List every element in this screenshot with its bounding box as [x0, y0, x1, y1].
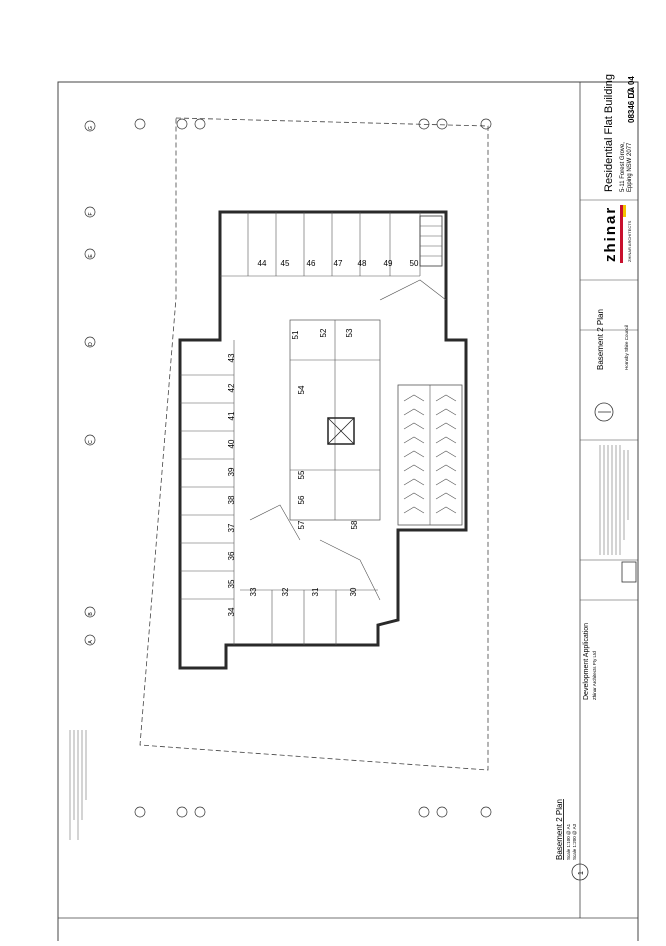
stair: [419, 215, 443, 267]
parking-number-37: 37: [227, 523, 236, 532]
parking-number-46: 46: [307, 259, 316, 268]
ramp-chevron: [403, 436, 425, 444]
parking-number-32: 32: [281, 587, 290, 596]
caption-number: 1: [578, 871, 585, 875]
parking-number-54: 54: [297, 385, 306, 394]
logo-accent-yellow: [623, 205, 626, 217]
grid-label-E: E: [88, 254, 94, 258]
grid-label-B: B: [88, 612, 94, 616]
left-grid-labels: G F E D C B A: [84, 120, 96, 646]
building-outline: [178, 210, 468, 670]
project-name: Residential Flat Building: [603, 74, 615, 192]
grid-references: [134, 118, 492, 818]
parking-number-34: 34: [227, 607, 236, 616]
ramp-chevron: [435, 422, 457, 430]
site-boundary: [139, 117, 489, 771]
address-line1: 5-11 Forest Grove,: [620, 142, 626, 192]
parking-number-36: 36: [227, 551, 236, 560]
north-arrow-icon: [594, 402, 614, 422]
ramp-chevron: [435, 478, 457, 486]
ramp-chevron: [403, 506, 425, 514]
grid-label-F: F: [88, 212, 94, 215]
grid-label-D: D: [88, 342, 94, 346]
parking-number-35: 35: [227, 579, 236, 588]
parking-number-41: 41: [227, 411, 236, 420]
parking-number-47: 47: [334, 259, 343, 268]
lift-core: [327, 417, 355, 445]
grid-label-A: A: [88, 640, 94, 644]
grid-circle-G: [84, 120, 96, 132]
ramp-chevron: [403, 478, 425, 486]
parking-number-33: 33: [249, 587, 258, 596]
caption-title: Basement 2 Plan: [555, 799, 564, 860]
drawing-caption: 1 Basement 2 Plan Scale 1:100 @ A1 Scale…: [555, 799, 589, 881]
firm-subtitle: ZHINAR ARCHITECTS: [627, 220, 632, 262]
caption-scale1: Scale 1:100 @ A1: [566, 823, 571, 860]
ramp-chevron: [403, 408, 425, 416]
parking-layout: [180, 212, 463, 645]
grid-circle-F: [84, 206, 96, 218]
parking-number-30: 30: [349, 587, 358, 596]
ramp-chevron: [435, 436, 457, 444]
parking-number-55: 55: [297, 470, 306, 479]
drawing-title: Basement 2 Plan: [596, 309, 605, 370]
parking-number-31: 31: [311, 587, 320, 596]
parking-number-57: 57: [297, 520, 306, 529]
grid-circle-D: [84, 336, 96, 348]
parking-number-45: 45: [281, 259, 290, 268]
parking-number-50: 50: [410, 259, 419, 268]
parking-number-44: 44: [258, 259, 267, 268]
firm-logo: zhinar: [602, 206, 619, 262]
ramp-chevron: [403, 450, 425, 458]
application: Development Application: [583, 623, 590, 700]
parking-number-49: 49: [384, 259, 393, 268]
ramp-chevron: [403, 492, 425, 500]
parking-number-53: 53: [345, 328, 354, 337]
parking-number-43: 43: [227, 353, 236, 362]
ramp-chevron: [435, 450, 457, 458]
ramp-chevron: [435, 506, 457, 514]
grid-label-G: G: [88, 126, 94, 130]
parking-number-51: 51: [291, 330, 300, 339]
job-number: 08346 DA 04: [627, 76, 636, 123]
council: Hornsby Shire Council: [624, 325, 629, 370]
address-line2: Epping NSW 2077: [627, 142, 633, 192]
parking-number-40: 40: [227, 439, 236, 448]
caption-number-circle: [571, 863, 589, 881]
ramp-chevrons: [403, 394, 457, 514]
revision: C: [626, 88, 636, 95]
title-block: Residential Flat Building 5-11 Forest Gr…: [579, 74, 638, 918]
parking-number-48: 48: [358, 259, 367, 268]
revision-table: [69, 730, 87, 840]
ramp-chevron: [403, 394, 425, 402]
caption-scale2: Scale 1:200 @ A3: [572, 823, 577, 860]
ramp-chevron: [435, 492, 457, 500]
applicant: Zhinar Architects Pty Ltd: [592, 651, 597, 700]
ramp-chevron: [435, 394, 457, 402]
parking-number-52: 52: [319, 328, 328, 337]
logo-accent-red: [620, 205, 623, 263]
parking-number-38: 38: [227, 495, 236, 504]
ramp-chevron: [435, 464, 457, 472]
ramp-chevron: [435, 408, 457, 416]
ramp-chevron: [403, 422, 425, 430]
parking-number-39: 39: [227, 467, 236, 476]
parking-numbers: 44 45 46 47 48 49 50 43 42 41 40 39 38 37 36 35 34 51 52 53…: [227, 259, 419, 616]
parking-number-56: 56: [297, 495, 306, 504]
grid-circle-C: [84, 434, 96, 446]
grid-circle-E: [84, 248, 96, 260]
ramp-chevron: [403, 464, 425, 472]
grid-label-C: C: [88, 440, 94, 444]
notes-block: [599, 445, 629, 555]
grid-circle-B: [84, 606, 96, 618]
parking-number-58: 58: [350, 520, 359, 529]
parking-number-42: 42: [227, 383, 236, 392]
badge-icon: [621, 561, 637, 583]
grid-circle-A: [84, 634, 96, 646]
